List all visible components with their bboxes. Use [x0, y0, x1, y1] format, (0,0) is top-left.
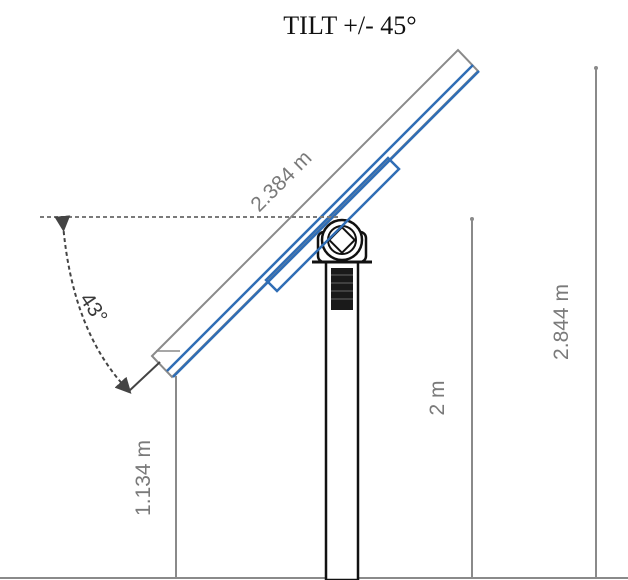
- tracker-post: [324, 260, 360, 580]
- tilt-angle-arc: [54, 215, 132, 394]
- angle-leader-line: [127, 361, 161, 393]
- solar-panel: [150, 48, 480, 379]
- pivot-bearing: [312, 218, 372, 264]
- axis-height-label: 2 m: [426, 380, 449, 415]
- diagram-title: TILT +/- 45°: [283, 11, 416, 40]
- tilt-angle-label: 43°: [75, 289, 112, 328]
- max-height-label: 2.844 m: [550, 284, 573, 360]
- torque-tube-bracket: [264, 156, 401, 293]
- low-edge-height-label: 1.134 m: [132, 440, 155, 516]
- panel-outline: [150, 48, 480, 379]
